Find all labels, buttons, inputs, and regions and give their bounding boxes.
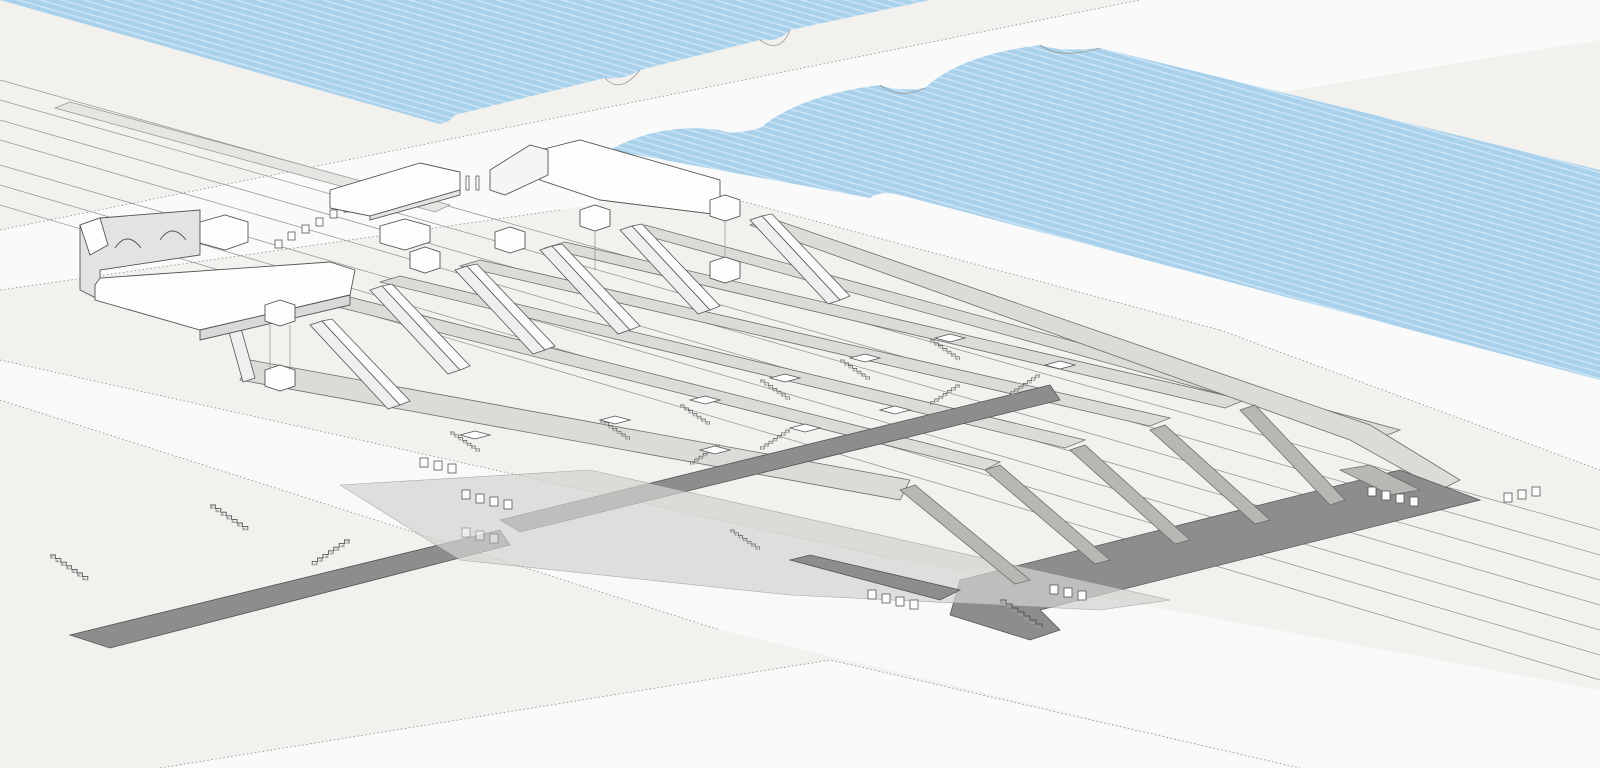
riverbank-path xyxy=(600,110,1600,470)
ramp-4 xyxy=(984,464,1111,565)
river-right xyxy=(610,45,1600,380)
entry-blocks xyxy=(274,203,1541,610)
stair-9 xyxy=(760,429,791,450)
ramp-1 xyxy=(1239,404,1346,506)
platform-3 xyxy=(378,275,1087,449)
river xyxy=(0,0,1600,380)
station-buildings xyxy=(79,139,741,392)
road-bottom xyxy=(160,660,1300,768)
ramp-5 xyxy=(899,484,1031,585)
platform-hatches xyxy=(458,333,1077,455)
stair-13 xyxy=(209,504,249,531)
concourse-light xyxy=(339,469,1171,611)
escalator-1 xyxy=(309,318,411,410)
lift-shafts xyxy=(269,221,726,370)
kiosks xyxy=(264,194,741,392)
stair-5 xyxy=(839,359,870,380)
ramps xyxy=(899,404,1422,585)
ramp-3 xyxy=(1069,444,1191,545)
road-crossing xyxy=(0,520,720,768)
escalators xyxy=(224,213,851,410)
platform-4 xyxy=(458,259,1172,427)
stair-3 xyxy=(679,404,710,425)
ramp-2 xyxy=(1149,424,1271,525)
escalator-2 xyxy=(369,283,471,375)
escalator-6 xyxy=(749,213,851,305)
escalator-5 xyxy=(619,223,721,315)
concourse-south-branch xyxy=(788,554,962,601)
east-hall xyxy=(465,139,721,216)
river-upper xyxy=(0,0,930,124)
escalator-3 xyxy=(454,263,556,355)
north-block xyxy=(329,162,461,221)
escalator-4 xyxy=(539,243,641,335)
